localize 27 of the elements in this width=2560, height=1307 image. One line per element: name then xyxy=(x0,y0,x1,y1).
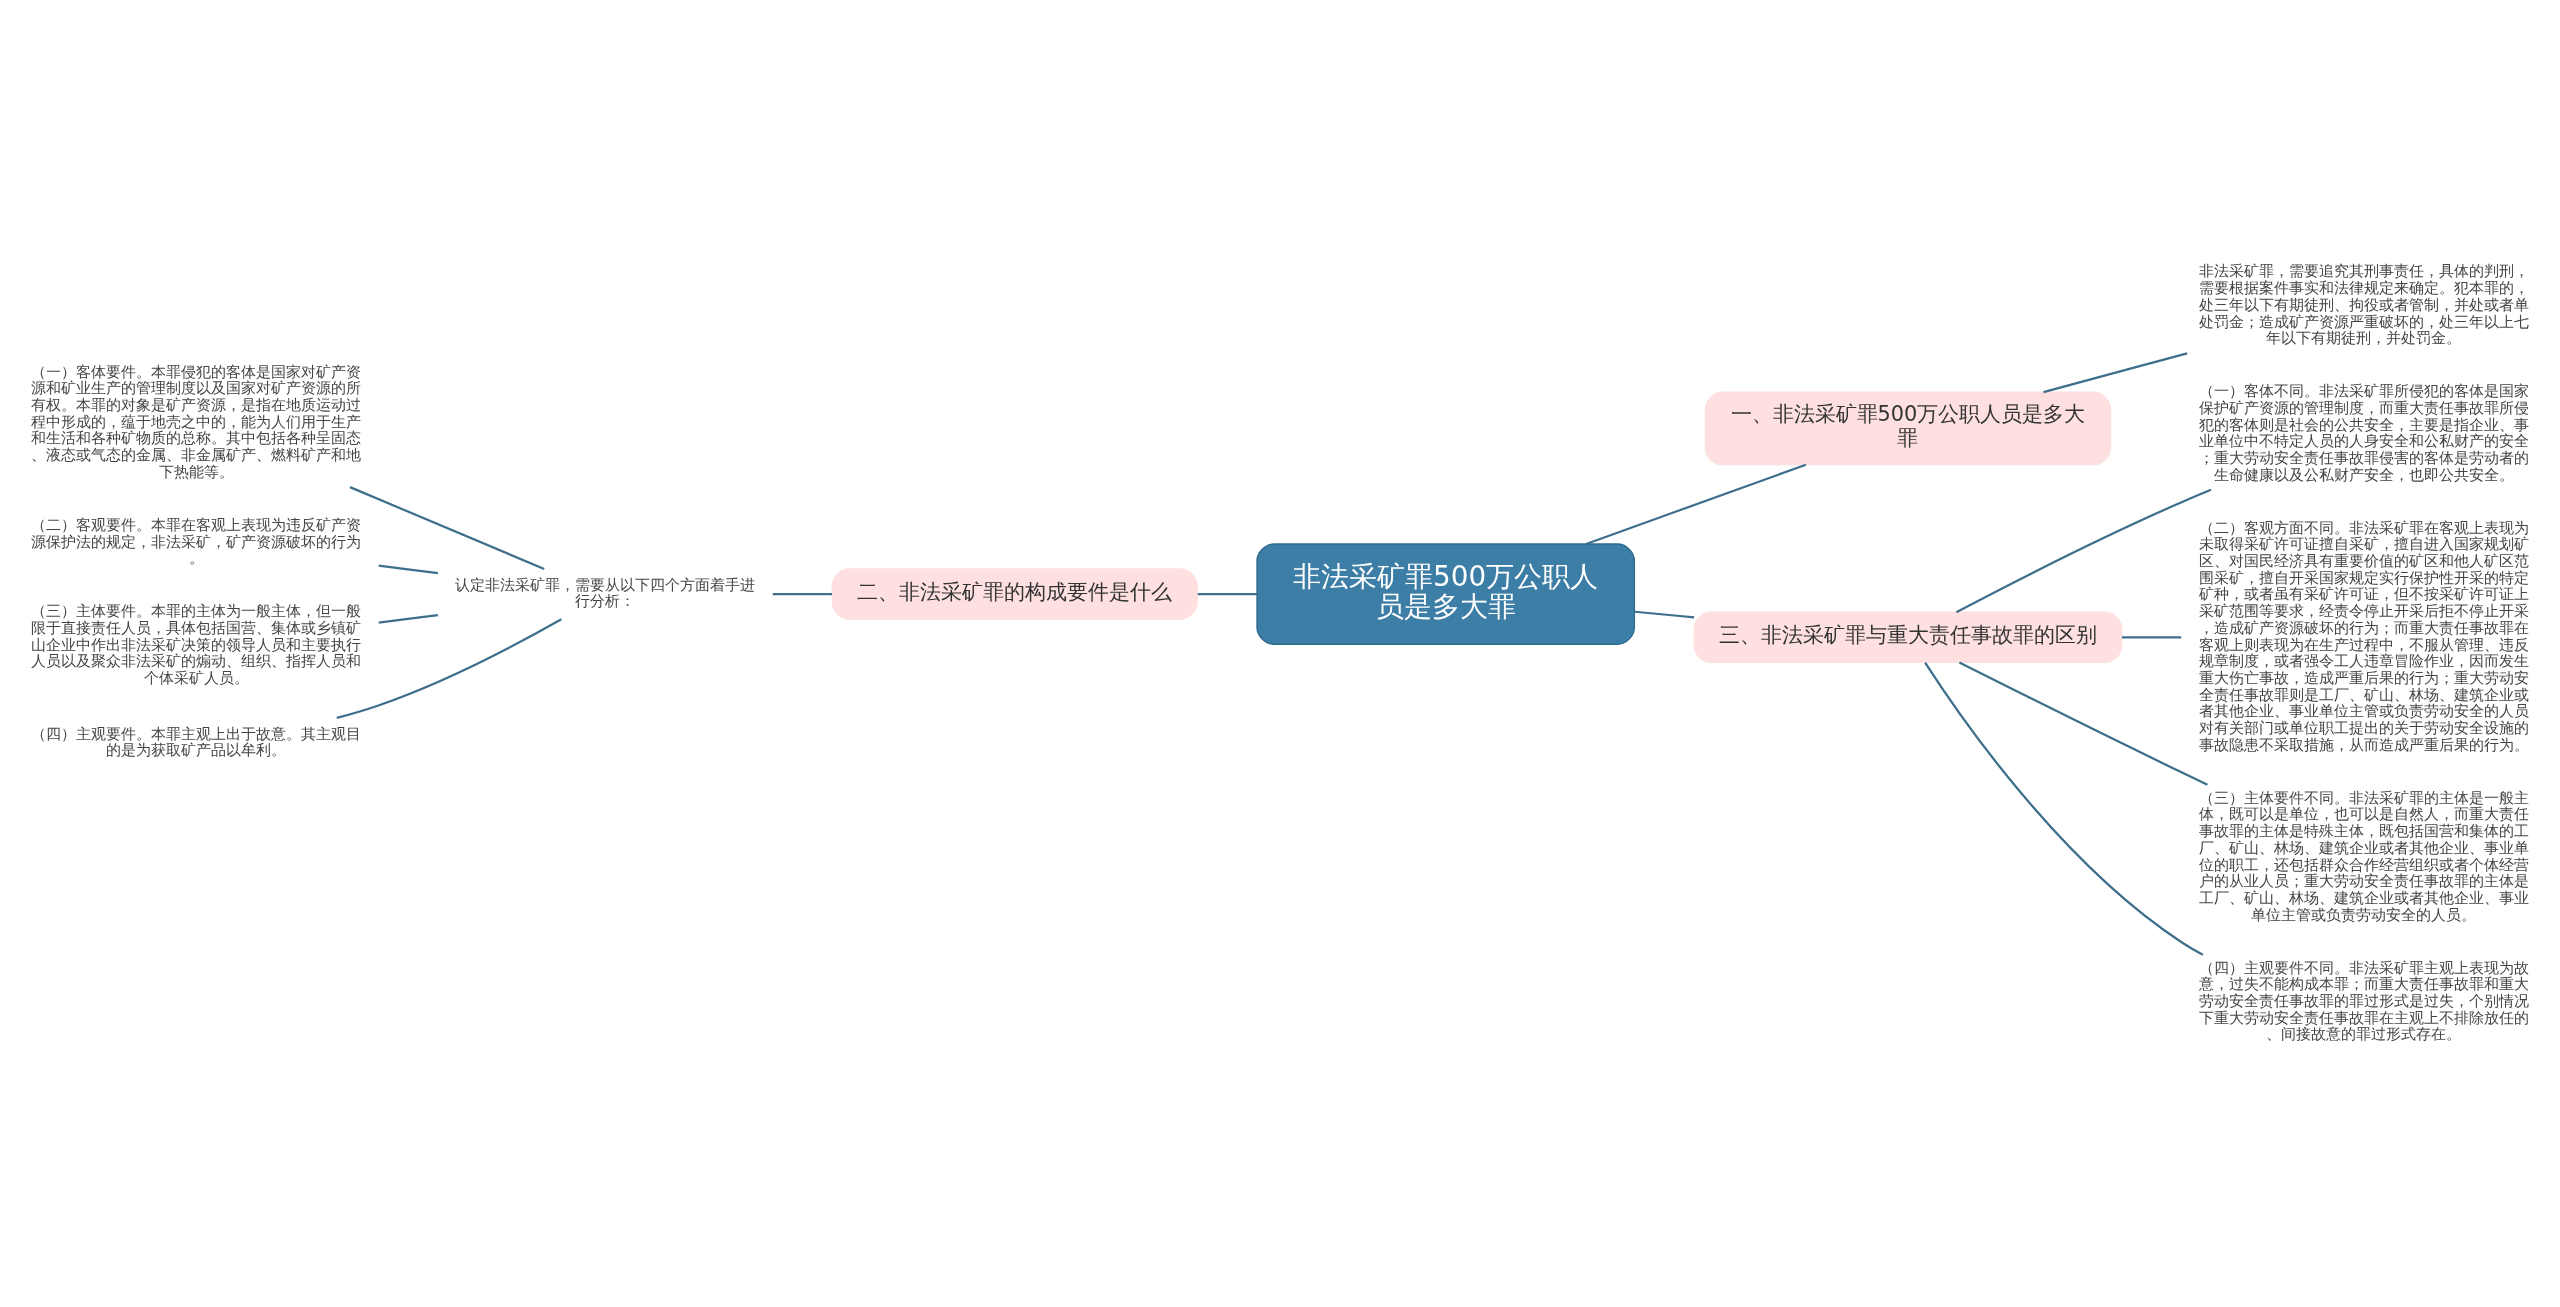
node-box: 一、非法采矿罪500万公职人员是多大罪 xyxy=(1704,391,2112,465)
connector xyxy=(349,485,545,570)
node-text: （四）主观要件。本罪主观上出于故意。其主观目的是为获取矿产品以牟利。 xyxy=(31,724,362,759)
connector xyxy=(378,613,439,624)
connector xyxy=(1634,610,1695,618)
node-text: 非法采矿罪，需要追究其刑事责任，具体的判刑，需要根据案件事实和法律规定来确定。犯本罪的，处三年以下有期徒刑、拘役或者管制，并处或者单处罚金；造成矿产资源严重破坏的，处三年以上七年以下有期徒刑，并处罚金。 xyxy=(2198,261,2529,347)
node-text: （三）主体要件。本罪的主体为一般主体，但一般限于直接责任人员，具体包括国营、集体或乡镇矿山企业中作出非法采矿决策的领导人员和主要执行人员以及聚众非法采矿的煽动、组织、指挥人员和个体采矿人员。 xyxy=(31,601,362,687)
connector xyxy=(378,564,439,574)
node-box: 三、非法采矿罪与重大责任事故罪的区别 xyxy=(1693,611,2123,663)
node-text: （一）客体要件。本罪侵犯的客体是国家对矿产资源和矿业生产的管理制度以及国家对矿产资源的所有权。本罪的对象是矿产资源，是指在地质运动过程中形成的，蕴于地壳之中的，能为人们用于生产和生活和各种矿物质的总称。其中包括各种呈固态、液态或气态的金属、非金属矿产、燃料矿产和地下热能等。 xyxy=(31,362,362,481)
node-box: 二、非法采矿罪的构成要件是什么 xyxy=(831,567,1198,620)
connector xyxy=(336,617,562,719)
node-text: （三）主体要件不同。非法采矿罪的主体是一般主体，既可以是单位，也可以是自然人，而重大责任事故罪的主体是特殊主体，既包括国营和集体的工厂、矿山、林场、建筑企业或者其他企业、事业单位的职工，还包括群众合作经营组织或者个体经营户的从业人员；重大劳动安全责任事故罪的主体是工厂、矿山、林场、建筑企业或者其他企业、事业单位主管或负责劳动安全的人员。 xyxy=(2198,788,2529,924)
connector xyxy=(1958,661,2208,786)
node-text: （二）客观方面不同。非法采矿罪在客观上表现为未取得采矿许可证擅自采矿，擅自进入国家规划矿区、对国民经济具有重要价值的矿区和他人矿区范围采矿，擅自开采国家规定实行保护性开采的特定矿种，或者虽有采矿许可证，但不按采矿许可证上采矿范围等要求，经责令停止开采后拒不停止开采，造成矿产资源破坏的行为；而重大责任事故罪在客观上则表现为在生产过程中，不服从管理、违反规章制度，或者强令工人违章冒险作业，因而发生重大伤亡事故，造成严重后果的行为；重大劳动安全责任事故罪则是工厂、矿山、林场、建筑企业或者其他企业、事业单位主管或负责劳动安全的人员对有关部门或单位职工提出的关于劳动安全设施的事故隐患不采取措施，从而造成严重后果的行为。 xyxy=(2198,518,2529,754)
node-text: 认定非法采矿罪，需要从以下四个方面着手进行分析： xyxy=(455,575,756,610)
connector xyxy=(1585,463,1807,545)
node-text: （二）客观要件。本罪在客观上表现为违反矿产资源保护法的规定，非法采矿，矿产资源破坏的行为。 xyxy=(31,515,362,567)
node-box: 非法采矿罪500万公职人员是多大罪 xyxy=(1256,542,1636,645)
connector xyxy=(1197,592,1257,595)
node-text: （一）客体不同。非法采矿罪所侵犯的客体是国家保护矿产资源的管理制度，而重大责任事故罪所侵犯的客体则是社会的公共安全，主要是指企业、事业单位中不特定人员的人身安全和公私财产的安全；重大劳动安全责任事故罪侵害的客体是劳动者的生命健康以及公私财产安全，也即公共安全。 xyxy=(2198,381,2529,484)
connector xyxy=(772,592,833,595)
node-text: （四）主观要件不同。非法采矿罪主观上表现为故意，过失不能构成本罪；而重大责任事故罪和重大劳动安全责任事故罪的罪过形式是过失，个别情况下重大劳动安全责任事故罪在主观上不排除放任的、间接故意的罪过形式存在。 xyxy=(2198,958,2529,1043)
connector xyxy=(2043,351,2188,393)
connector xyxy=(1924,661,2204,956)
connector xyxy=(2122,635,2182,638)
connector xyxy=(1955,488,2212,613)
